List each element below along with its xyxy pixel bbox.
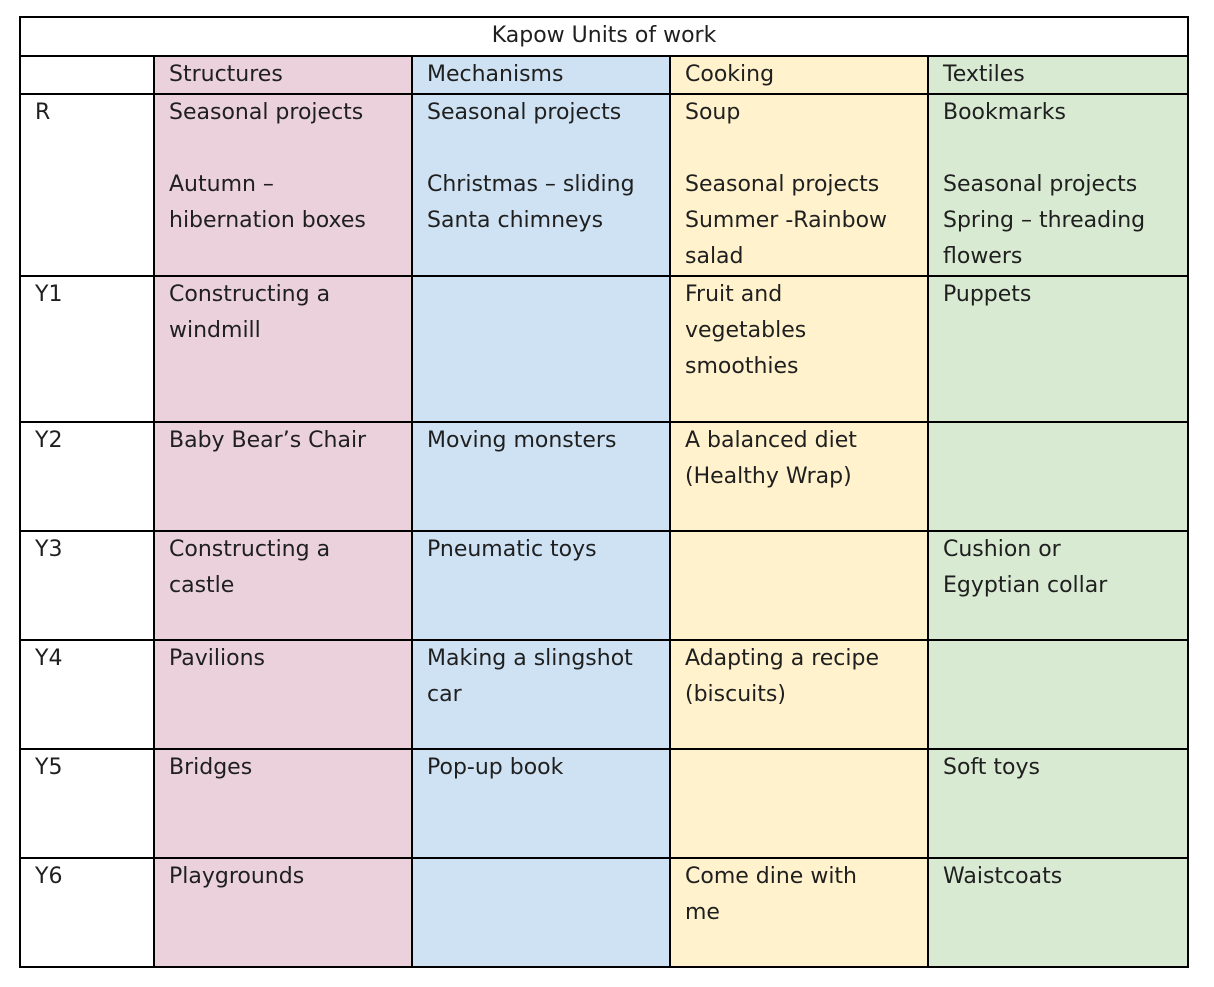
header-textiles: Textiles: [926, 55, 1190, 95]
cell-text-line: Pavilions: [169, 646, 265, 671]
year-label: Y4: [19, 639, 155, 750]
cell-text-line: smoothies: [685, 354, 799, 379]
year-label: Y2: [19, 421, 155, 532]
cell-text-line: Making a slingshot: [427, 646, 633, 671]
cell-text-line: Spring – threading: [943, 208, 1146, 233]
structures-cell: Pavilions: [153, 639, 413, 750]
cell-text-line: Adapting a recipe: [685, 646, 879, 671]
cell-text-line: Bridges: [169, 755, 253, 780]
cell-text-line: Autumn –: [169, 172, 274, 197]
cell-text-line: Fruit and: [685, 282, 783, 307]
year-label: Y3: [19, 530, 155, 641]
cell-text-line: Playgrounds: [169, 864, 305, 889]
structures-cell: Seasonal projects Autumn – hibernation bo…: [153, 93, 413, 277]
cooking-cell: Come dine with me: [669, 857, 929, 968]
table-body: R Seasonal projects Autumn – hibernation b…: [19, 93, 1190, 968]
structures-cell: Baby Bear’s Chair: [153, 421, 413, 532]
structures-cell: Constructing a windmill: [153, 275, 413, 423]
year-label: Y5: [19, 748, 155, 859]
cell-text-line: [685, 131, 927, 167]
header-blank: [19, 55, 155, 95]
cell-text-line: Constructing a: [169, 282, 331, 307]
textiles-cell: [926, 421, 1190, 532]
table-title-row: Kapow Units of work: [18, 16, 1190, 57]
table-title: Kapow Units of work: [18, 16, 1190, 57]
cell-text-line: Seasonal projects: [169, 100, 364, 125]
cell-text-line: car: [427, 682, 462, 707]
year-label: Y6: [19, 857, 155, 968]
table-row: Y4 Pavilions Making a slingshot car Adapting…: [19, 639, 1190, 750]
table-row: Y6 Playgrounds Come dine with me Waistcoats: [19, 857, 1190, 968]
year-label: Y1: [19, 275, 155, 423]
cell-text-line: [943, 131, 1187, 167]
cell-text-line: Bookmarks: [943, 100, 1066, 125]
cell-text-line: Soup: [685, 100, 741, 125]
cell-text-line: Constructing a: [169, 537, 331, 562]
header-cooking: Cooking: [669, 55, 929, 95]
cell-text-line: Baby Bear’s Chair: [169, 428, 367, 453]
cell-text-line: [427, 131, 669, 167]
cell-text-line: Seasonal projects: [943, 172, 1138, 197]
cell-text-line: Pop-up book: [427, 755, 564, 780]
cell-text-line: salad: [685, 244, 744, 269]
cooking-cell: [669, 530, 929, 641]
mechanisms-cell: Pneumatic toys: [411, 530, 671, 641]
textiles-cell: Soft toys: [926, 748, 1190, 859]
cell-text-line: A balanced diet: [685, 428, 857, 453]
cell-text-line: Pneumatic toys: [427, 537, 597, 562]
structures-cell: Playgrounds: [153, 857, 413, 968]
cell-text-line: Seasonal projects: [427, 100, 622, 125]
cell-text-line: Cushion or: [943, 537, 1061, 562]
cell-text-line: vegetables: [685, 318, 807, 343]
cell-text-line: (Healthy Wrap): [685, 464, 852, 489]
textiles-cell: Puppets: [926, 275, 1190, 423]
cell-text-line: Summer -Rainbow: [685, 208, 888, 233]
cell-text-line: windmill: [169, 318, 261, 343]
cell-text-line: castle: [169, 573, 235, 598]
cell-text-line: me: [685, 900, 720, 925]
table-row: Y1 Constructing a windmill Fruit and vegetab…: [19, 275, 1190, 423]
cell-text-line: Moving monsters: [427, 428, 617, 453]
mechanisms-cell: [411, 857, 671, 968]
cooking-cell: Fruit and vegetables smoothies: [669, 275, 929, 423]
cell-text-line: flowers: [943, 244, 1023, 269]
header-mechanisms: Mechanisms: [411, 55, 671, 95]
cell-text-line: Santa chimneys: [427, 208, 604, 233]
cell-text-line: Puppets: [943, 282, 1032, 307]
units-of-work-table: Kapow Units of work Structures Mechanism…: [18, 16, 1190, 968]
cell-text-line: Seasonal projects: [685, 172, 880, 197]
cooking-cell: A balanced diet (Healthy Wrap): [669, 421, 929, 532]
structures-cell: Constructing a castle: [153, 530, 413, 641]
mechanisms-cell: Moving monsters: [411, 421, 671, 532]
cell-text-line: (biscuits): [685, 682, 786, 707]
cooking-cell: Adapting a recipe (biscuits): [669, 639, 929, 750]
cell-text-line: Waistcoats: [943, 864, 1063, 889]
cell-text-line: Come dine with: [685, 864, 858, 889]
table-row: R Seasonal projects Autumn – hibernation b…: [19, 93, 1190, 277]
mechanisms-cell: [411, 275, 671, 423]
cell-text-line: Christmas – sliding: [427, 172, 635, 197]
mechanisms-cell: Pop-up book: [411, 748, 671, 859]
structures-cell: Bridges: [153, 748, 413, 859]
cooking-cell: [669, 748, 929, 859]
year-label: R: [19, 93, 155, 277]
cell-text-line: Soft toys: [943, 755, 1040, 780]
cell-text-line: Egyptian collar: [943, 573, 1108, 598]
table-row: Y3 Constructing a castle Pneumatic toys Cush…: [19, 530, 1190, 641]
table-row: Y5 Bridges Pop-up book Soft toys: [19, 748, 1190, 859]
textiles-cell: Waistcoats: [926, 857, 1190, 968]
header-structures: Structures: [153, 55, 413, 95]
table-row: Y2 Baby Bear’s Chair Moving monsters A bala…: [19, 421, 1190, 532]
cell-text-line: [169, 131, 411, 167]
mechanisms-cell: Making a slingshot car: [411, 639, 671, 750]
textiles-cell: Cushion or Egyptian collar: [926, 530, 1190, 641]
header-row: Structures Mechanisms Cooking Textiles: [19, 55, 1190, 95]
textiles-cell: [926, 639, 1190, 750]
cell-text-line: hibernation boxes: [169, 208, 366, 233]
